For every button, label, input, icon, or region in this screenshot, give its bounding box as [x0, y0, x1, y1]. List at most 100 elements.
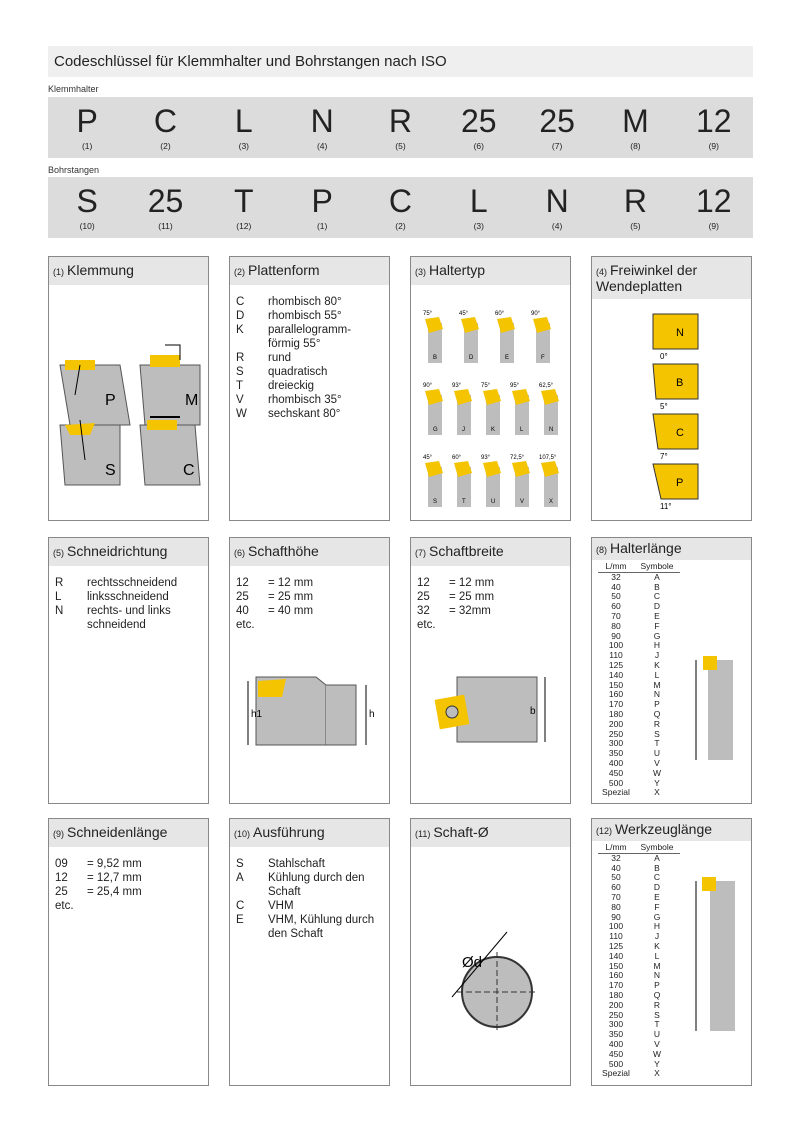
symbol: Q [653, 708, 661, 719]
angle: 0° [660, 352, 668, 361]
symbol: P [654, 699, 660, 710]
card-title: Freiwinkel der Wendeplatten [596, 262, 698, 294]
length: 170 [608, 699, 624, 710]
page-title: Codeschlüssel für Klemmhalter und Bohrst… [48, 46, 753, 77]
symbol: J [654, 650, 660, 661]
length: 32 [611, 571, 621, 582]
code-letter: R [623, 183, 647, 219]
card-number: (2) [234, 267, 245, 277]
description: linksschneidend [87, 591, 169, 603]
angle: 90° [531, 311, 541, 317]
card-number: (12) [596, 826, 613, 836]
symbol: C [653, 872, 661, 883]
code-letter: T [234, 183, 254, 219]
symbol: N [653, 970, 661, 981]
holder-type: 60°E [495, 311, 515, 363]
code-letter: 25 [147, 183, 184, 219]
code-letter: N [310, 103, 334, 139]
symbol: P [654, 980, 660, 991]
list-item: 12= 12 mm [236, 576, 383, 590]
type-letter: E [505, 355, 509, 361]
insert-code: N [676, 327, 684, 339]
code-position: P(1) [292, 177, 352, 238]
angle: 72,5° [510, 455, 525, 461]
length: 90 [611, 911, 621, 922]
length: 80 [611, 620, 621, 631]
etc: etc. [236, 619, 255, 631]
code: S [236, 858, 244, 870]
card-header: (11)Schaft-Ø [411, 819, 570, 847]
length: 160 [608, 970, 624, 981]
code-position: L(3) [449, 177, 509, 238]
description: rhombisch 80° [268, 296, 342, 308]
holder-type: 90°G [423, 383, 443, 435]
list-item: 09= 9,52 mm [55, 857, 202, 871]
symbol: S [654, 728, 660, 739]
length: 90 [611, 630, 621, 641]
description: Stahlschaft [268, 858, 325, 870]
length: Spezial [602, 787, 630, 798]
description: = 25 mm [268, 591, 314, 603]
length: 125 [608, 940, 624, 951]
description: = 12 mm [268, 577, 314, 589]
code-index: (7) [551, 141, 563, 151]
card-header: (9)Schneidenlänge [49, 819, 208, 847]
length: 32 [611, 852, 621, 863]
code-index: (5) [630, 221, 641, 231]
card-number: (1) [53, 267, 64, 277]
length: 110 [609, 931, 623, 942]
type-letter: F [541, 355, 545, 361]
code-index: (3) [473, 221, 484, 231]
card-header: (6)Schafthöhe [230, 538, 389, 566]
description: = 25,4 mm [87, 886, 142, 898]
type-letter: K [491, 427, 495, 433]
length: 110 [609, 650, 623, 661]
code-position: R(5) [370, 97, 430, 158]
symbol: M [653, 960, 661, 971]
card-title: Halterlänge [610, 540, 682, 556]
table-row: 450 W [598, 767, 680, 779]
length: 70 [611, 891, 621, 902]
description: rechts- und links schneidend [87, 605, 171, 631]
length: 400 [608, 757, 624, 768]
holder-type: 45°S [423, 455, 443, 507]
length: 450 [608, 767, 624, 778]
length: 50 [611, 591, 621, 602]
code-letter: P [311, 183, 333, 219]
code: 25 [417, 591, 430, 603]
type-letter: G [433, 427, 438, 433]
symbol: W [652, 767, 662, 778]
etc: etc. [55, 900, 74, 912]
symbol: B [654, 862, 660, 873]
code-position: M(8) [605, 97, 665, 158]
code-index: (1) [81, 141, 93, 151]
card-title: Plattenform [248, 262, 320, 278]
holder-type: 72,5°V [510, 455, 530, 507]
code-index: (2) [395, 221, 406, 231]
symbol: L [654, 669, 660, 680]
card-header: (7)Schaftbreite [411, 538, 570, 566]
code-letter: R [388, 103, 413, 139]
